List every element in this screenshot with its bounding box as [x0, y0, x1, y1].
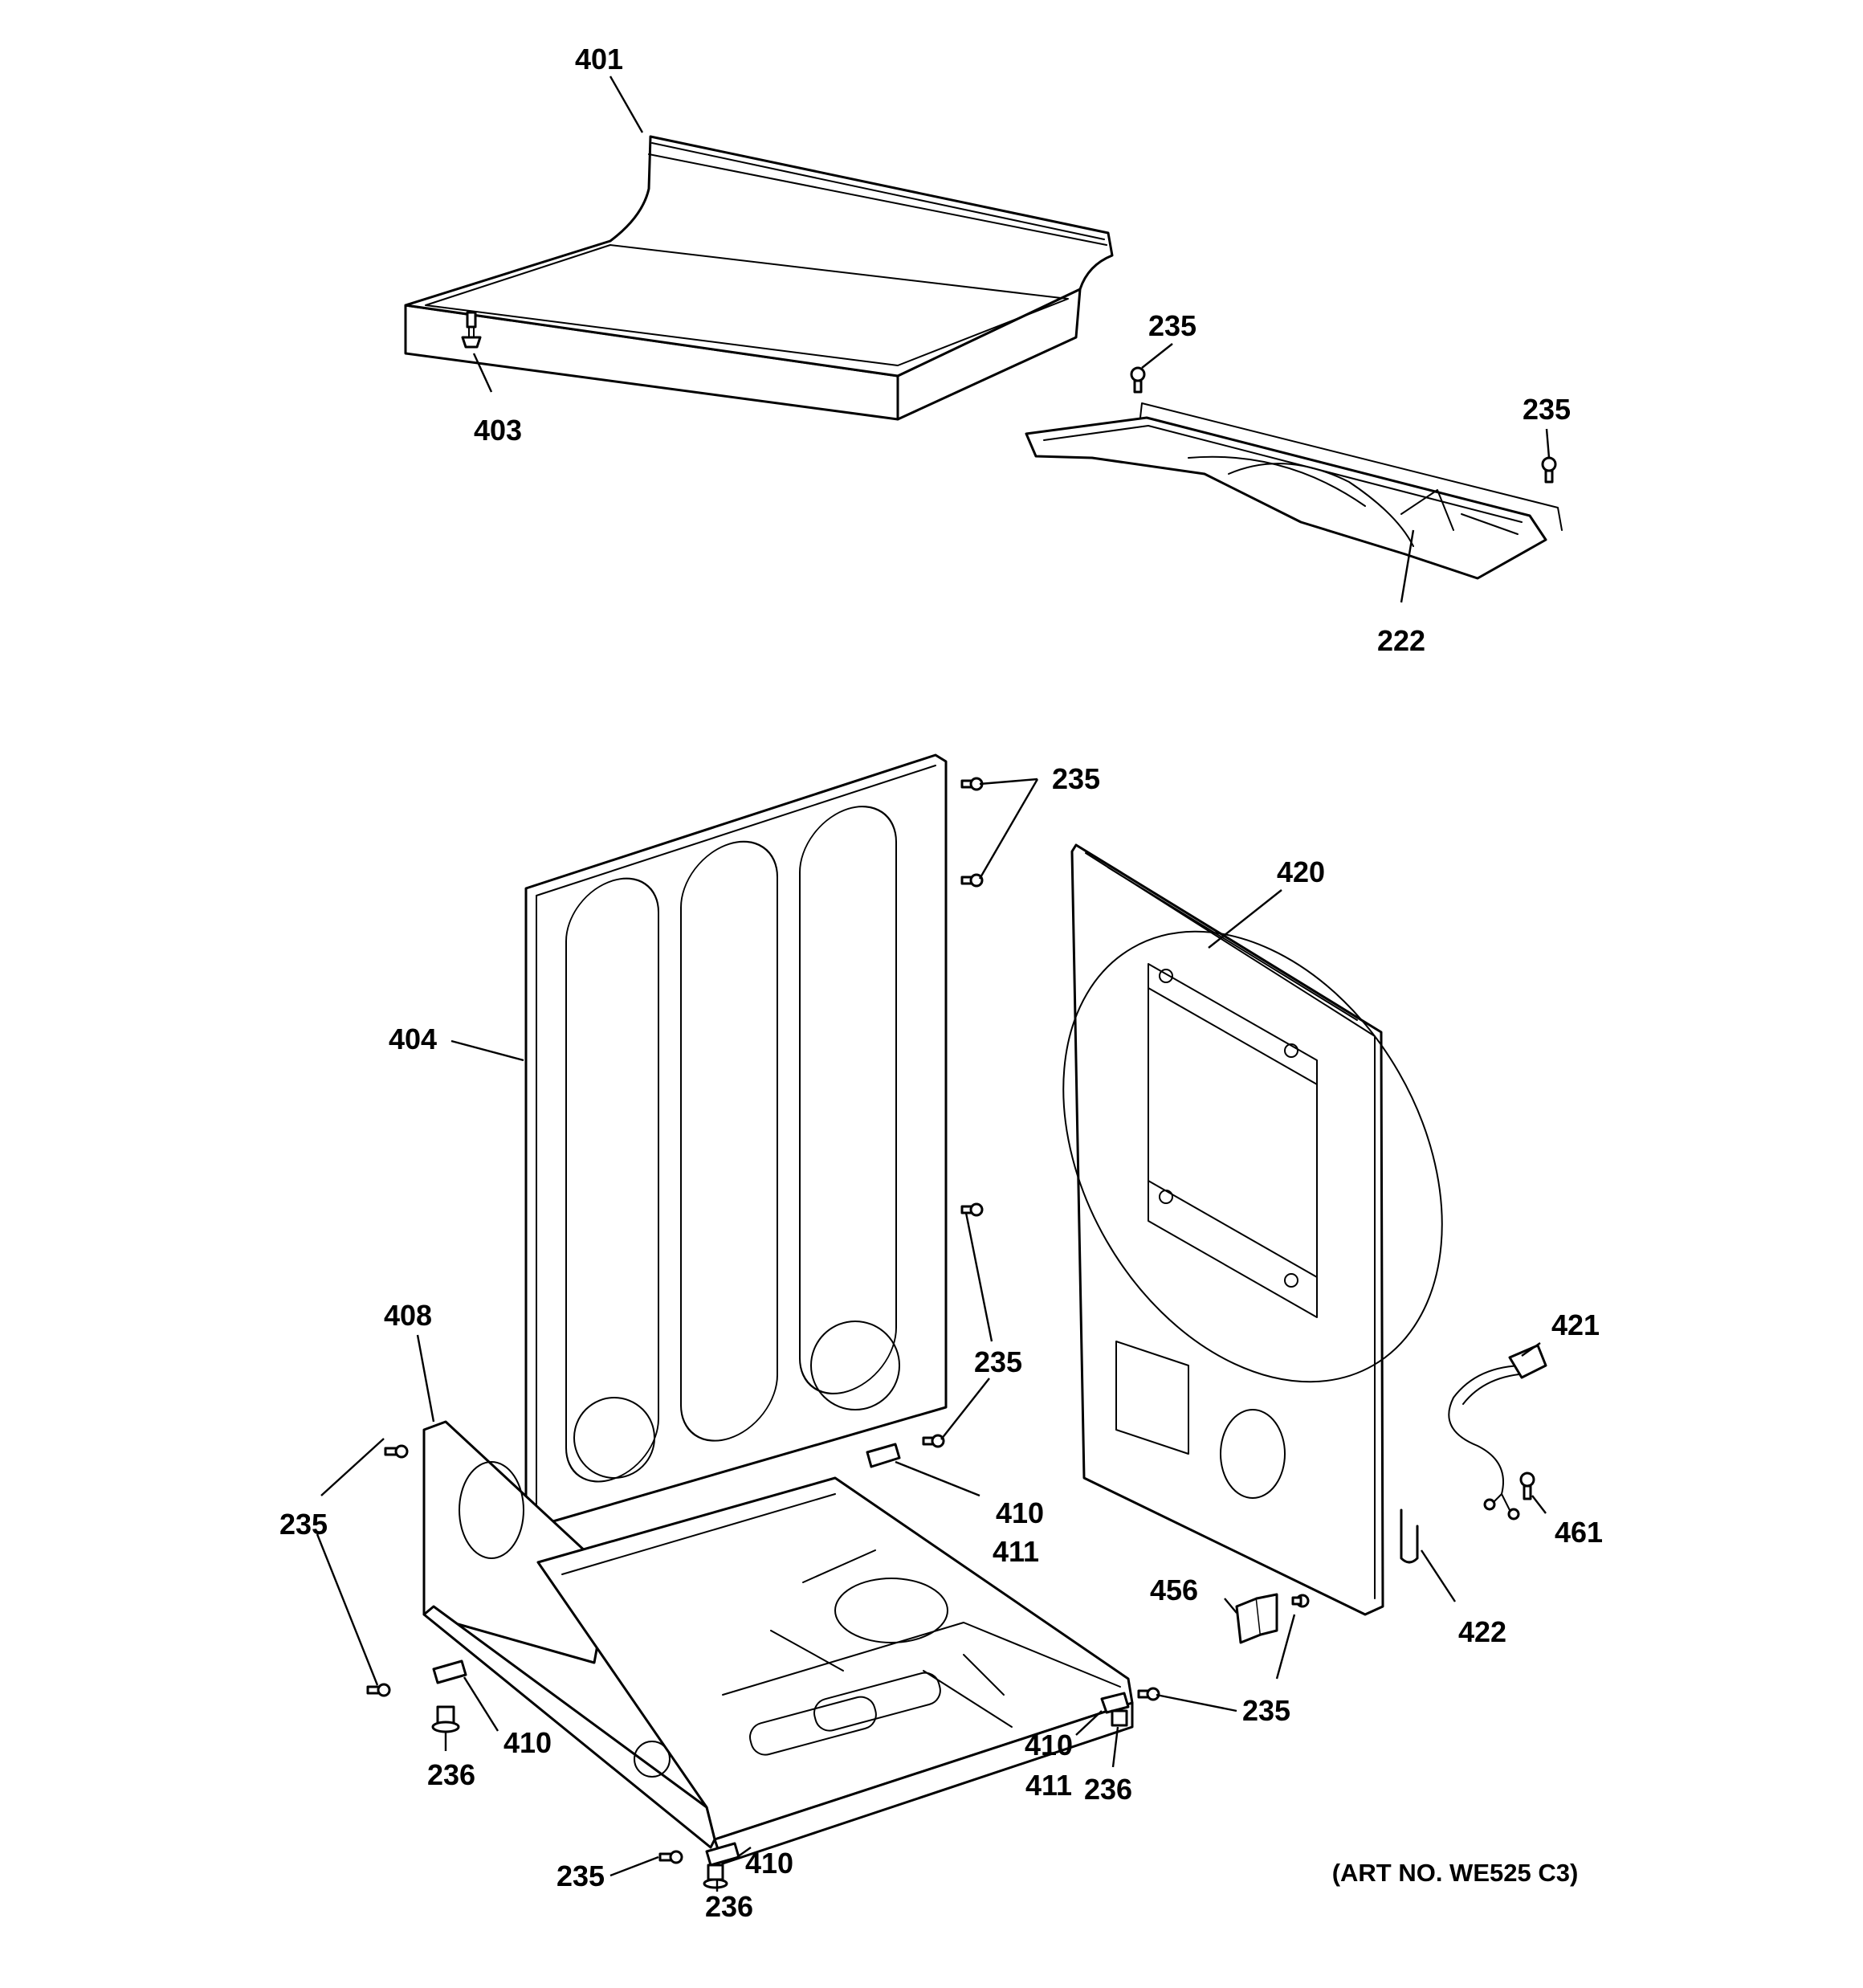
screw-235-rear-4 — [922, 1434, 945, 1448]
callout-236-bottom: 236 — [705, 1890, 753, 1923]
foot-236-bottom — [703, 1863, 728, 1889]
foot-236-right — [1111, 1709, 1128, 1727]
callout-408: 408 — [384, 1299, 432, 1332]
top-bracket-part — [1025, 402, 1563, 580]
callout-411-right: 411 — [1025, 1769, 1072, 1802]
callout-235-bracket-left: 235 — [1148, 309, 1196, 342]
callout-236-right: 236 — [1084, 1773, 1132, 1806]
screw-403 — [461, 311, 482, 349]
screw-235-rear-3 — [960, 1202, 984, 1217]
screw-235-rear-2 — [960, 873, 984, 888]
screw-461 — [1519, 1472, 1535, 1500]
top-cover-part — [404, 135, 1114, 421]
callout-403: 403 — [474, 414, 522, 447]
callout-235-base-left: 235 — [279, 1508, 328, 1541]
callout-401: 401 — [575, 43, 623, 76]
callout-235-bracket-right: 235 — [1523, 393, 1571, 426]
callout-222: 222 — [1377, 624, 1425, 657]
foot-236-left — [431, 1705, 460, 1733]
front-panel-part — [1062, 843, 1443, 1616]
callout-236-left: 236 — [427, 1758, 475, 1791]
rear-panel-part — [524, 753, 948, 1528]
power-cord-part — [1448, 1344, 1547, 1521]
callout-404: 404 — [389, 1023, 437, 1055]
art-number: (ART NO. WE525 C3) — [1332, 1859, 1579, 1887]
screw-235-base-bottom — [658, 1850, 683, 1864]
callout-456: 456 — [1150, 1574, 1198, 1606]
callout-410-rear: 410 — [996, 1496, 1044, 1529]
callout-422: 422 — [1458, 1615, 1506, 1648]
callout-420: 420 — [1277, 855, 1325, 888]
base-frame-part — [422, 1420, 1134, 1865]
bracket-410-left — [432, 1659, 467, 1684]
callout-411-rear: 411 — [993, 1535, 1039, 1568]
callout-410-left: 410 — [503, 1726, 552, 1759]
callout-235-base-right: 235 — [1242, 1694, 1290, 1727]
bracket-410-right — [1100, 1692, 1130, 1714]
callout-461: 461 — [1555, 1516, 1603, 1549]
clip-456 — [1235, 1593, 1278, 1644]
callout-410-bottom: 410 — [745, 1847, 793, 1880]
callout-235-base-bottom: 235 — [556, 1859, 605, 1892]
screw-235-base-left-top — [384, 1444, 409, 1459]
callout-235-rear-top: 235 — [1052, 762, 1100, 795]
screw-235-bracket-right — [1541, 456, 1557, 484]
screw-235-base-right — [1137, 1687, 1160, 1701]
bracket-410-rear — [866, 1443, 901, 1468]
callout-421: 421 — [1551, 1308, 1600, 1341]
leader-lines — [316, 76, 1551, 1892]
screw-235-bracket-left — [1130, 366, 1146, 394]
screw-235-base-left-bottom — [366, 1683, 391, 1697]
screw-235-clip — [1291, 1594, 1310, 1608]
screw-235-rear-1 — [960, 777, 984, 791]
callout-235-rear-bottom: 235 — [974, 1345, 1022, 1378]
callout-410-right: 410 — [1025, 1729, 1073, 1761]
hook-422 — [1400, 1508, 1419, 1564]
